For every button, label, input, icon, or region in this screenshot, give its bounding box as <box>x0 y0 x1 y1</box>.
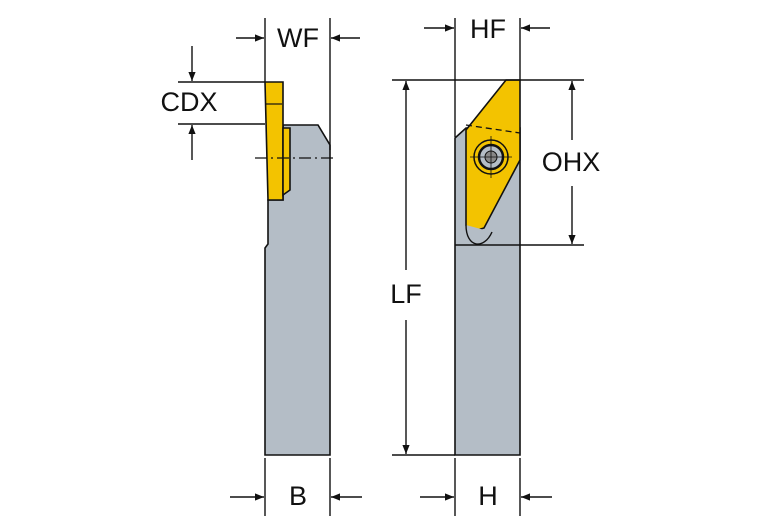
insert-seat <box>282 127 291 197</box>
h-label: H <box>478 481 498 511</box>
cdx-label: CDX <box>160 87 217 117</box>
screw-icon <box>470 136 512 178</box>
hf-label: HF <box>470 14 506 44</box>
lf-label: LF <box>390 279 422 309</box>
b-label: B <box>289 481 307 511</box>
side-view: WF CDX B <box>160 18 362 516</box>
wf-label: WF <box>277 23 319 53</box>
front-view: HF LF OHX H <box>390 14 600 516</box>
hidden-edge <box>465 124 521 134</box>
ohx-label: OHX <box>542 147 601 177</box>
clamp-detail <box>465 224 493 245</box>
grooving-insert <box>264 81 284 201</box>
